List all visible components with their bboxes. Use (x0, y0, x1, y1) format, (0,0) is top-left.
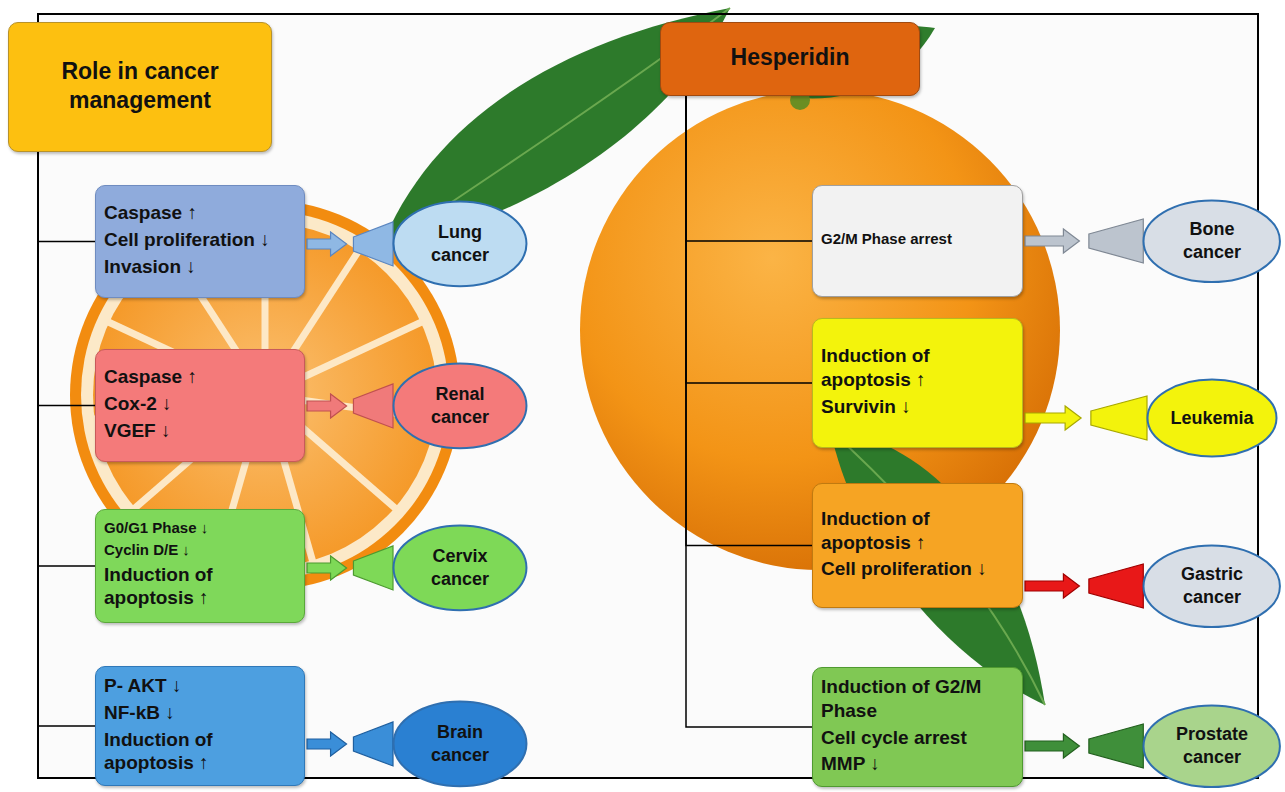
ellipse-shape (1144, 705, 1280, 786)
tree-line (686, 96, 812, 241)
effect-box: Caspase ↑ Cox-2 ↓ VGEF ↓ (95, 349, 305, 462)
block-arrow (1025, 564, 1143, 608)
effect-text: Induction of apoptosis ↑ (104, 563, 296, 611)
block-arrow (1025, 219, 1143, 263)
effect-box: G2/M Phase arrest (812, 185, 1023, 297)
effect-text: Induction of apoptosis ↑ (821, 507, 1014, 555)
ellipse-outline (392, 700, 528, 788)
cancer-name: Gastric cancer (1166, 563, 1258, 608)
effect-text: VGEF ↓ (104, 419, 296, 443)
effect-text: Caspase ↑ (104, 365, 296, 389)
ellipse-outline (392, 524, 528, 612)
tree-line (686, 96, 812, 383)
cancer-ellipse: Renal cancer (392, 362, 528, 450)
cancer-name: Lung cancer (414, 221, 506, 266)
block-arrow (307, 546, 393, 590)
heading-text: Hesperidin (669, 43, 911, 72)
ellipse-shape (1148, 380, 1277, 457)
tree-line (686, 96, 812, 727)
effect-text: Cox-2 ↓ (104, 392, 296, 416)
effect-box: Induction of G2/M PhaseCell cycle arrest… (812, 667, 1023, 787)
cancer-ellipse: Gastric cancer (1142, 544, 1281, 628)
ellipse-shape (1144, 200, 1280, 281)
effect-text: Cell proliferation ↓ (821, 557, 1014, 581)
ellipse-shape (394, 526, 527, 611)
cancer-ellipse: Leukemia (1146, 378, 1278, 458)
cancer-ellipse: Cervix cancer (392, 524, 528, 612)
effect-box: P- AKT ↓ NF-kB ↓ Induction of apoptosis ↑ (95, 666, 305, 786)
tree-line (686, 96, 812, 546)
effect-box: G0/G1 Phase ↓ Cyclin D/E ↓ Induction of ap… (95, 509, 305, 623)
ellipse-shape (1144, 545, 1280, 626)
cancer-ellipse: Brain cancer (392, 700, 528, 788)
effect-text: G0/G1 Phase ↓ (104, 519, 296, 538)
effect-text: NF-kB ↓ (104, 701, 296, 725)
ellipse-shape (394, 364, 527, 449)
ellipse-outline (1142, 704, 1281, 788)
ellipse-outline (1142, 544, 1281, 628)
heading-text: Role in cancer management (17, 57, 263, 115)
ellipse-outline (1142, 199, 1281, 283)
block-arrow (1025, 396, 1147, 440)
effect-text: Cell cycle arrest (821, 726, 1014, 750)
heading-box: Role in cancer management (8, 22, 272, 152)
tree-line (38, 152, 95, 726)
tree-line (38, 152, 95, 406)
cancer-name: Brain cancer (414, 721, 506, 766)
cancer-name: Leukemia (1170, 407, 1253, 430)
effect-text: Induction of apoptosis ↑ (104, 728, 296, 776)
effect-text: Induction of apoptosis ↑ (821, 344, 1014, 392)
effect-text: Cell proliferation ↓ (104, 228, 296, 252)
effect-text: Invasion ↓ (104, 255, 296, 279)
block-arrow (307, 222, 393, 266)
effect-text: G2/M Phase arrest (821, 230, 1014, 249)
effect-text: P- AKT ↓ (104, 674, 296, 698)
tree-line (38, 152, 95, 566)
effect-text: Induction of G2/M Phase (821, 675, 1014, 723)
effect-box: Induction of apoptosis ↑ Survivin ↓ (812, 318, 1023, 448)
cancer-ellipse: Bone cancer (1142, 199, 1281, 283)
ellipse-outline (392, 200, 528, 288)
heading-box: Hesperidin (660, 22, 920, 96)
ellipse-shape (394, 702, 527, 787)
cancer-ellipse: Lung cancer (392, 200, 528, 288)
effect-text: MMP ↓ (821, 752, 1014, 776)
cancer-name: Renal cancer (414, 383, 506, 428)
ellipse-shape (394, 202, 527, 287)
ellipse-outline (392, 362, 528, 450)
effect-box: Caspase ↑ Cell proliferation ↓ Invasion ↓ (95, 185, 305, 298)
effect-text: Survivin ↓ (821, 395, 1014, 419)
cancer-name: Bone cancer (1166, 218, 1258, 263)
effect-text: Cyclin D/E ↓ (104, 541, 296, 560)
effect-text: Caspase ↑ (104, 201, 296, 225)
cancer-name: Cervix cancer (414, 545, 506, 590)
cancer-ellipse: Prostate cancer (1142, 704, 1281, 788)
cancer-name: Prostate cancer (1166, 723, 1258, 768)
block-arrow (307, 722, 393, 766)
block-arrow (1025, 724, 1143, 768)
effect-box: Induction of apoptosis ↑Cell proliferati… (812, 483, 1023, 608)
tree-line (38, 152, 95, 242)
block-arrow (307, 384, 393, 428)
